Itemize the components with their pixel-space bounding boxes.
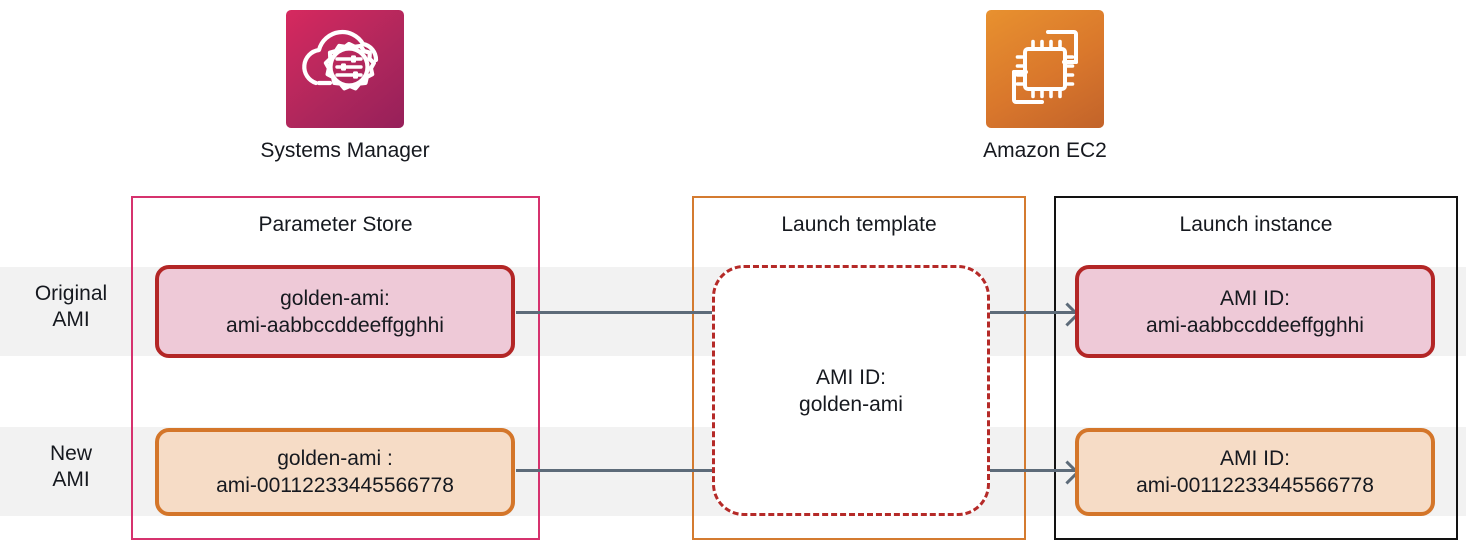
row-label-new-ami-line2: AMI <box>52 468 90 491</box>
container-title-launch-instance: Launch instance <box>1179 213 1333 236</box>
launch-template-ami-id-line2: golden-ami <box>799 392 903 416</box>
service-systems-manager: Systems Manager <box>206 10 484 163</box>
container-title-launch-template: Launch template <box>781 213 937 236</box>
launch-instance-original-ami-line2: ami-aabbccddeeffgghhi <box>1146 313 1364 337</box>
launch-instance-new-ami-line2: ami-00112233445566778 <box>1136 474 1374 497</box>
aws-ec2-icon <box>986 10 1104 128</box>
container-parameter-store: Parameter Store <box>131 196 540 540</box>
parameter-store-new-ami-box: golden-ami : ami-00112233445566778 <box>155 428 515 516</box>
container-title-parameter-store: Parameter Store <box>258 213 413 236</box>
row-label-original-ami-line1: Original <box>34 282 108 305</box>
container-launch-template: Launch template <box>692 196 1026 540</box>
service-caption-systems-manager: Systems Manager <box>260 139 430 162</box>
service-caption-amazon-ec2: Amazon EC2 <box>983 139 1107 162</box>
parameter-store-new-ami-line2: ami-00112233445566778 <box>216 474 454 497</box>
row-label-original-ami: Original AMI <box>12 281 130 333</box>
parameter-store-original-ami-line2: ami-aabbccddeeffgghhi <box>226 313 444 337</box>
launch-instance-original-ami-line1: AMI ID: <box>1219 286 1290 310</box>
parameter-store-original-ami-line1: golden-ami: <box>280 286 390 310</box>
row-label-original-ami-line2: AMI <box>52 308 90 331</box>
launch-template-ami-id-box: AMI ID: golden-ami <box>712 265 990 516</box>
launch-instance-new-ami-box: AMI ID: ami-00112233445566778 <box>1075 428 1435 516</box>
service-amazon-ec2: Amazon EC2 <box>906 10 1184 163</box>
parameter-store-new-ami-line1: golden-ami : <box>277 447 393 470</box>
launch-instance-new-ami-line1: AMI ID: <box>1219 447 1290 470</box>
launch-instance-original-ami-box: AMI ID: ami-aabbccddeeffgghhi <box>1075 265 1435 358</box>
row-label-new-ami: New AMI <box>12 441 130 493</box>
connector-parameter-store-to-launch-template-new <box>516 469 713 472</box>
connector-parameter-store-to-launch-template-original <box>516 311 713 314</box>
row-label-new-ami-line1: New <box>49 442 92 465</box>
connector-launch-template-to-launch-instance-new <box>990 469 1075 472</box>
parameter-store-original-ami-box: golden-ami: ami-aabbccddeeffgghhi <box>155 265 515 358</box>
aws-systems-manager-icon <box>286 10 404 128</box>
launch-template-ami-id-line1: AMI ID: <box>815 365 886 389</box>
connector-launch-template-to-launch-instance-original <box>990 311 1075 314</box>
container-launch-instance: Launch instance <box>1054 196 1458 540</box>
